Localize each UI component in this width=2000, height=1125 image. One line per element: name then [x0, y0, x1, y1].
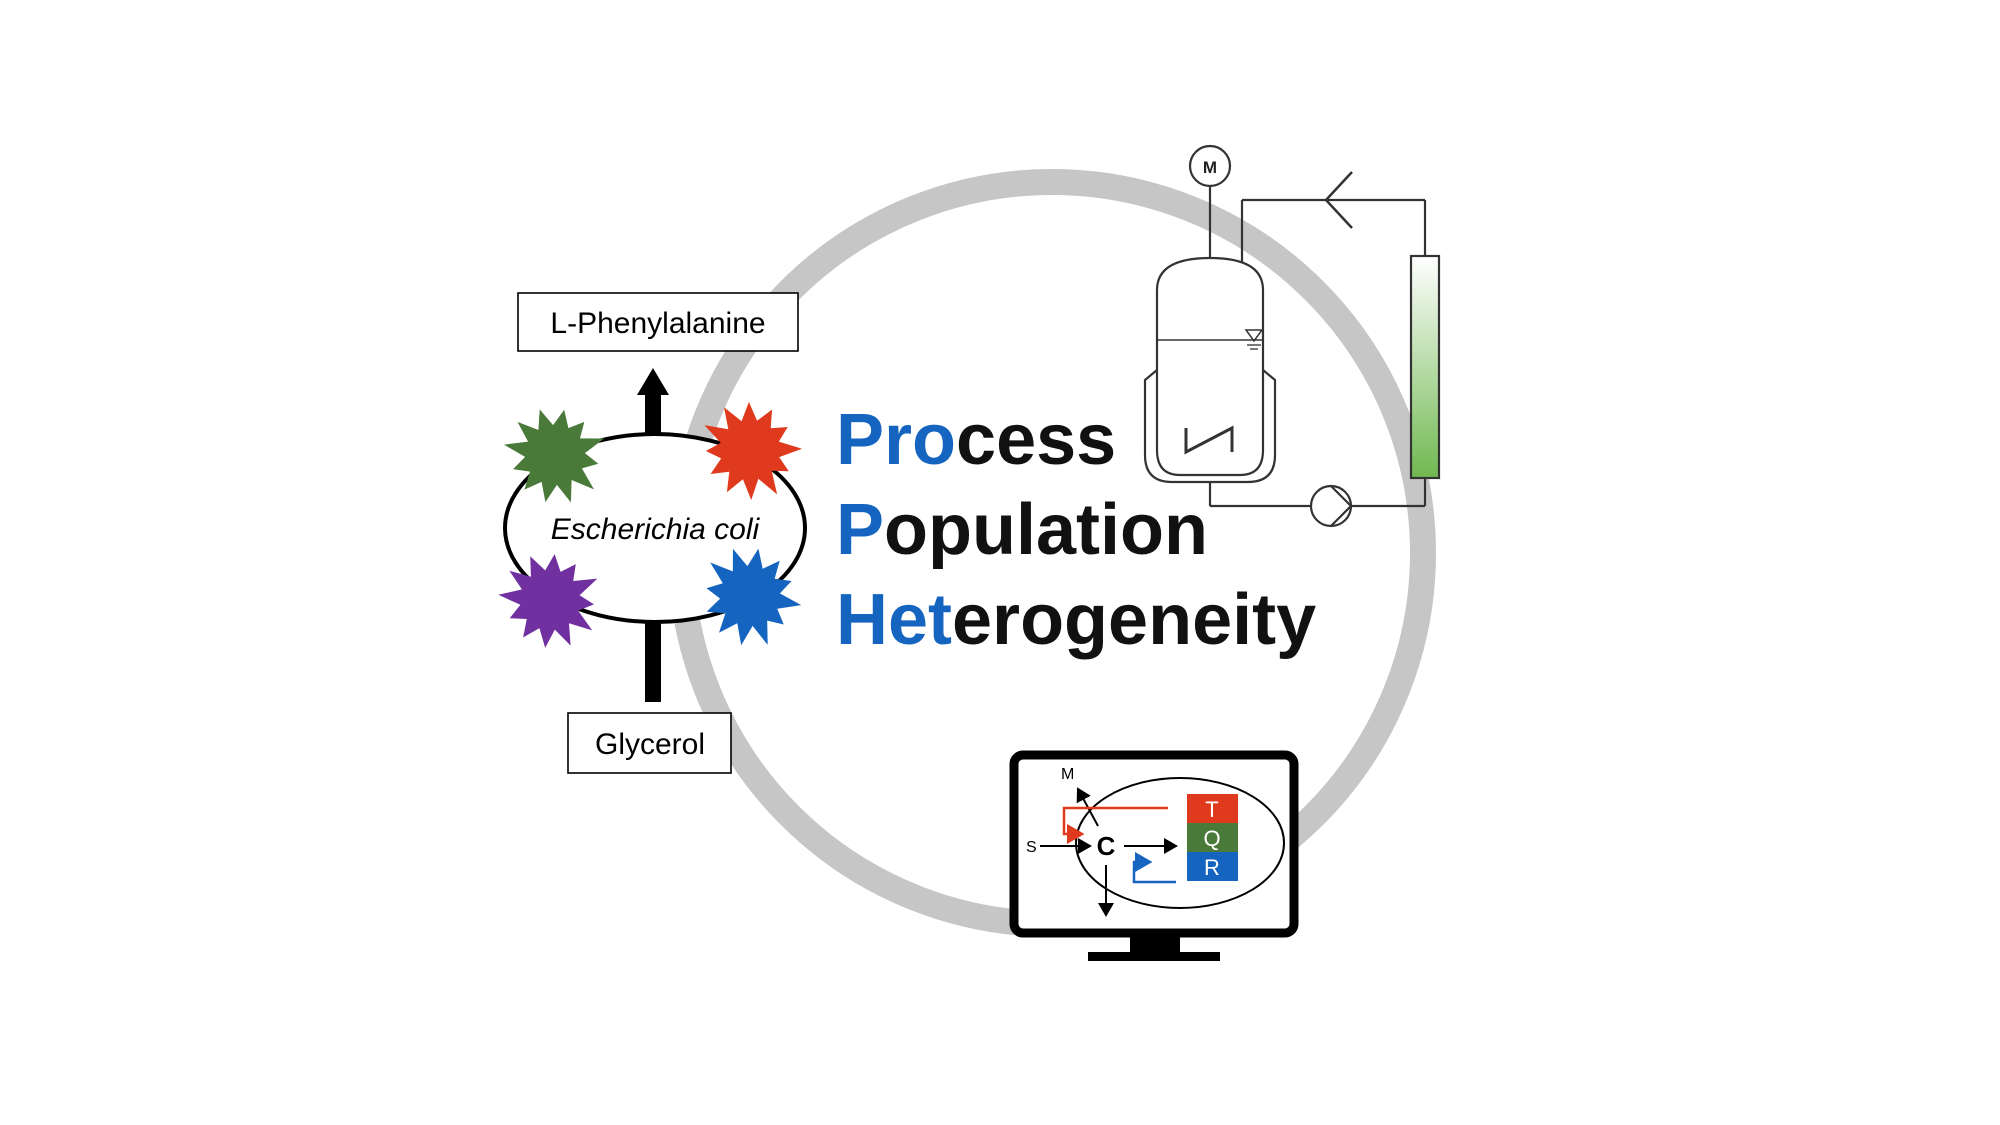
model-input-label: S	[1026, 839, 1037, 856]
feedback-blue	[1132, 852, 1176, 884]
state-box-R	[1187, 852, 1238, 881]
state-label-R: R	[1204, 855, 1220, 880]
organism-label: Escherichia coli	[551, 513, 761, 546]
title-line-2-rest: opulation	[884, 490, 1208, 570]
title-line-1: Process	[836, 400, 1116, 480]
model-monitor: T Q R C S M	[1009, 750, 1299, 961]
state-label-T: T	[1205, 797, 1218, 822]
state-box-T	[1187, 794, 1238, 823]
burst-red	[704, 401, 802, 500]
model-output-label: M	[1061, 766, 1074, 783]
title-line-1-highlight: Pro	[836, 400, 956, 480]
model-center-label: C	[1097, 831, 1116, 861]
pump-symbol	[1309, 484, 1353, 528]
flow-direction-arrow	[1324, 171, 1353, 229]
title-line-2-highlight: P	[836, 490, 884, 570]
title-line-2: Population	[836, 490, 1208, 570]
state-label-Q: Q	[1203, 826, 1220, 851]
title-line-3: Heterogeneity	[836, 580, 1316, 660]
title-line-3-highlight: Het	[836, 580, 952, 660]
feedback-red	[1062, 806, 1168, 844]
uptake-arrow-shaft	[645, 622, 661, 702]
level-indicator	[1244, 329, 1264, 343]
product-arrow-head	[637, 368, 669, 395]
product-box	[517, 292, 799, 352]
impeller	[1184, 425, 1234, 455]
separation-column	[1409, 254, 1441, 480]
title-block: Process Population Heterogeneity	[836, 400, 1316, 660]
burst-purple	[498, 554, 598, 648]
bioreactor-schematic: M	[1143, 144, 1441, 528]
pump-marker-bottom	[1330, 505, 1352, 527]
burst-green	[504, 409, 605, 503]
reactor-vessel	[1155, 256, 1265, 477]
cell-group: Escherichia coli L-Phenylalanine Glycero…	[498, 292, 807, 774]
product-arrow-shaft	[645, 395, 661, 440]
product-label: L-Phenylalanine	[550, 307, 765, 340]
substrate-label: Glycerol	[595, 728, 705, 761]
title-line-3-rest: erogeneity	[952, 580, 1316, 660]
monitor-base	[1088, 952, 1220, 961]
pump-marker-top	[1330, 485, 1352, 507]
motor-label: M	[1203, 158, 1217, 177]
title-line-1-rest: cess	[956, 400, 1116, 480]
burst-blue	[706, 548, 802, 646]
state-box-Q	[1187, 823, 1238, 852]
substrate-box	[567, 712, 732, 774]
